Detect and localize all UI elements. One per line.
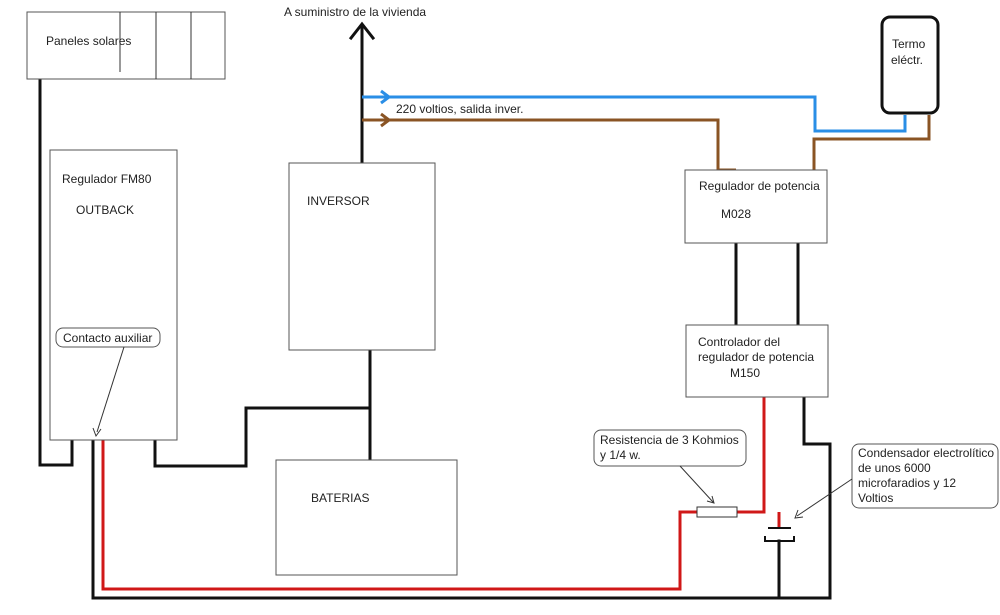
- aux-contact-signal-wire: [101, 440, 697, 591]
- resistor-callout: Resistencia de 3 Kohmios y 1/4 w.: [593, 429, 747, 504]
- water-heater: Termo eléctr.: [880, 15, 940, 115]
- resistor-to-controller-wire: [737, 397, 766, 514]
- supply-label: A suministro de la vivienda: [284, 5, 426, 19]
- aux-contact-label: Contacto auxiliar: [63, 331, 152, 345]
- inverter: INVERSOR: [288, 162, 436, 351]
- water-heater-label-2: eléctr.: [891, 53, 923, 67]
- resistor-label-2: y 1/4 w.: [600, 448, 641, 462]
- supply-arrowhead: [348, 21, 376, 41]
- phase-wire-tick: [380, 112, 392, 128]
- capacitor-callout: Condensador electrolítico de unos 6000 m…: [794, 443, 999, 519]
- controller-label-2: regulador de potencia: [698, 350, 814, 364]
- aux-contact-callout: Contacto auxiliar: [55, 327, 161, 438]
- power-regulator-label-2: M028: [721, 207, 751, 221]
- ground-return-wire: [91, 395, 832, 600]
- neutral-wire-tick: [380, 89, 392, 105]
- solar-panels-label: Paneles solares: [46, 34, 131, 48]
- neutral-wire: [362, 95, 907, 133]
- fm80-label-2: OUTBACK: [76, 203, 134, 217]
- power-regulator: Regulador de potencia M028: [684, 169, 828, 244]
- controller-label-1: Controlador del: [698, 335, 780, 349]
- solar-panels: Paneles solares: [26, 11, 226, 80]
- resistor: [696, 506, 738, 518]
- output-220-label: 220 voltios, salida inver.: [396, 102, 523, 116]
- regulator-to-battery-wire: [153, 348, 372, 468]
- batteries: BATERIAS: [275, 459, 458, 576]
- resistor-symbol: [696, 506, 738, 518]
- capacitor-label-2: de unos 6000: [858, 461, 931, 475]
- capacitor-label-4: Voltios: [858, 491, 893, 505]
- capacitor: [764, 527, 795, 542]
- inverter-label: INVERSOR: [307, 194, 370, 208]
- resistor-label-1: Resistencia de 3 Kohmios: [600, 433, 739, 447]
- panel-to-regulator-wire: [38, 78, 74, 467]
- power-regulator-label-1: Regulador de potencia: [699, 179, 820, 193]
- fm80-regulator: Regulador FM80 OUTBACK: [49, 149, 178, 441]
- power-regulator-controller: Controlador del regulador de potencia M1…: [685, 324, 829, 398]
- phase-wire-heater: [812, 115, 931, 170]
- fm80-label-1: Regulador FM80: [62, 172, 152, 186]
- controller-label-3: M150: [730, 366, 760, 380]
- capacitor-label-1: Condensador electrolítico: [858, 446, 994, 460]
- water-heater-label-1: Termo: [892, 37, 926, 51]
- batteries-label: BATERIAS: [311, 491, 369, 505]
- capacitor-label-3: microfaradios y 12: [858, 476, 956, 490]
